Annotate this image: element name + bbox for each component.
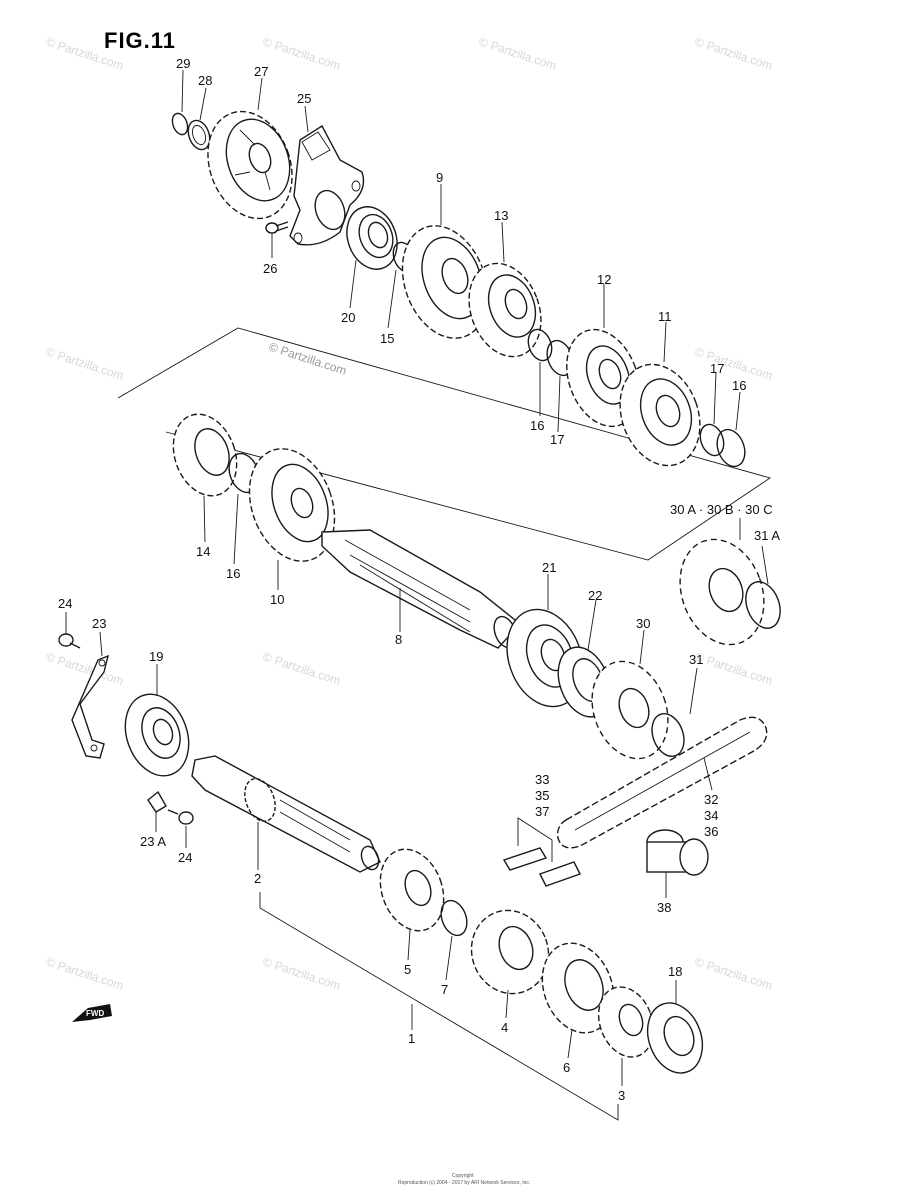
washer-28 [187,119,211,151]
callout-7: 7 [441,982,448,997]
callout-24-upper: 24 [58,596,72,611]
screw-26 [265,221,289,234]
sprocket-30a [679,538,765,646]
callout-32: 32 [704,792,718,807]
plate-25 [289,125,365,246]
callout-5: 5 [404,962,411,977]
callout-35: 35 [535,788,549,803]
gear-5 [379,848,445,932]
callout-21: 21 [542,560,556,575]
bearing-retainer-23 [71,654,110,759]
callout-29: 29 [176,56,190,71]
callout-11: 11 [658,309,672,324]
callout-18: 18 [668,964,682,979]
sprocket-30 [591,660,669,760]
gear-3 [597,986,655,1058]
watermark: © Partzilla.com [693,955,774,993]
callout-31: 31 [689,652,703,667]
gear-6 [541,942,615,1034]
callout-1: 1 [408,1031,415,1046]
gear-9 [401,225,489,339]
footer-copyright: Copyright [452,1173,474,1179]
bearing-20 [346,206,398,270]
callout-20: 20 [341,310,355,325]
leader-lines [65,69,769,1086]
callout-30: 30 [636,616,650,631]
callout-26: 26 [263,261,277,276]
callout-15: 15 [380,331,394,346]
spacer-38 [646,829,709,876]
gear-10 [248,448,336,562]
watermark: © Partzilla.com [693,35,774,73]
mainshaft-2 [191,755,381,873]
callout-23: 23 [92,616,106,631]
bolt-24-lower [167,809,194,825]
circlip-16-right [716,428,746,468]
callout-27: 27 [254,64,268,79]
washer-17-right [699,423,725,457]
watermark: © Partzilla.com [44,650,125,688]
circlip-31 [651,712,685,758]
watermark: © Partzilla.com [261,650,342,688]
callout-25: 25 [297,91,311,106]
watermark: © Partzilla.com [44,345,125,383]
front-direction-arrow: FWD [72,1004,112,1022]
gear-4 [470,909,550,995]
gear-11 [619,363,701,467]
front-arrow-label: FWD [86,1009,104,1018]
footer-reproduction: Reproduction (c) 2004 - 2017 by ARI Netw… [398,1180,530,1186]
callout-36: 36 [704,824,718,839]
callout-14: 14 [196,544,210,559]
watermark: © Partzilla.com [477,35,558,73]
callout-2: 2 [254,871,261,886]
callout-6: 6 [563,1060,570,1075]
gear-27 [207,110,293,220]
callout-19: 19 [149,649,163,664]
callout-37: 37 [535,804,549,819]
circlip-31a [745,581,781,629]
callout-33: 33 [535,772,549,787]
callout-8: 8 [395,632,402,647]
callout-3: 3 [618,1088,625,1103]
callout-16-middle: 16 [226,566,240,581]
callout-22: 22 [588,588,602,603]
callout-16-right: 16 [732,378,746,393]
callout-17-upper: 17 [550,432,564,447]
callout-30a-30b-30c: 30 A · 30 B · 30 C [670,502,773,517]
callout-10: 10 [270,592,284,607]
watermark: © Partzilla.com [693,650,774,688]
callout-23a: 23 A [140,834,166,849]
group-bracket-lines [117,327,772,1121]
callout-13: 13 [494,208,508,223]
callout-38: 38 [657,900,671,915]
circlip-7 [440,899,468,937]
watermark: © Partzilla.com [44,955,125,993]
callout-4: 4 [501,1020,508,1035]
circlip-29 [171,112,189,136]
retainer-23a [147,790,167,813]
figure-title: FIG.11 [104,28,176,53]
callout-labels: 29 28 27 25 26 20 15 9 13 12 11 17 16 16… [58,56,780,1103]
bearing-18 [646,1002,704,1074]
chain-joint-33 [502,817,581,887]
gear-14 [172,413,238,497]
callout-9: 9 [436,170,443,185]
bolt-24-upper [58,633,81,649]
center-watermark: © Partzilla.com [267,340,348,378]
callout-34: 34 [704,808,718,823]
callout-24-lower: 24 [178,850,192,865]
bearing-19 [124,693,190,777]
callout-28: 28 [198,73,212,88]
callout-17-right: 17 [710,361,724,376]
callout-16-upper: 16 [530,418,544,433]
callout-31a: 31 A [754,528,780,543]
drive-chain-32 [556,716,768,849]
watermark: © Partzilla.com [261,35,342,73]
gear-13 [468,262,542,358]
callout-12: 12 [597,272,611,287]
watermark: © Partzilla.com [261,955,342,993]
countershaft-8 [321,529,522,649]
circlip-16-upper [527,328,553,362]
